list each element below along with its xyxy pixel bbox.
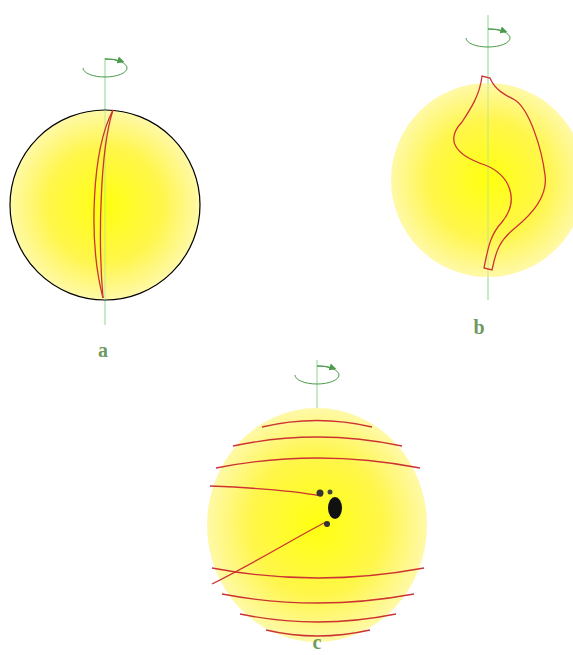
sun-c [207, 360, 427, 642]
field-line [262, 421, 372, 428]
field-line [454, 76, 546, 270]
rotation-arrow [466, 29, 510, 47]
field-line [212, 568, 424, 578]
sunspot [328, 490, 333, 495]
field-line [100, 110, 113, 298]
rotation-arrow [295, 366, 339, 384]
field-line [222, 594, 414, 603]
sunspot [328, 497, 342, 519]
field-line [240, 614, 396, 622]
rotation-arrow [488, 29, 504, 31]
field-line [233, 437, 402, 446]
sun-disc [10, 110, 200, 300]
figure-letter: b [473, 316, 484, 339]
rotation-axis [105, 58, 106, 325]
sun-a [10, 58, 200, 325]
field-lines [210, 421, 424, 637]
figure-letter: c [313, 631, 322, 654]
field-line [212, 522, 326, 584]
sunspot [317, 490, 324, 497]
figure-letter: a [98, 339, 108, 362]
rotation-axis [488, 15, 489, 300]
rotation-axis [317, 360, 318, 415]
field-line [94, 110, 113, 298]
rotation-arrow [83, 59, 127, 77]
field-line [210, 486, 322, 496]
sun-disc [207, 408, 427, 642]
field-line [216, 458, 420, 468]
rotation-arrow [105, 59, 121, 61]
sun-b [391, 15, 573, 300]
rotation-axis [105, 110, 106, 300]
sunspot [324, 521, 330, 527]
rotation-arrow [317, 366, 333, 368]
